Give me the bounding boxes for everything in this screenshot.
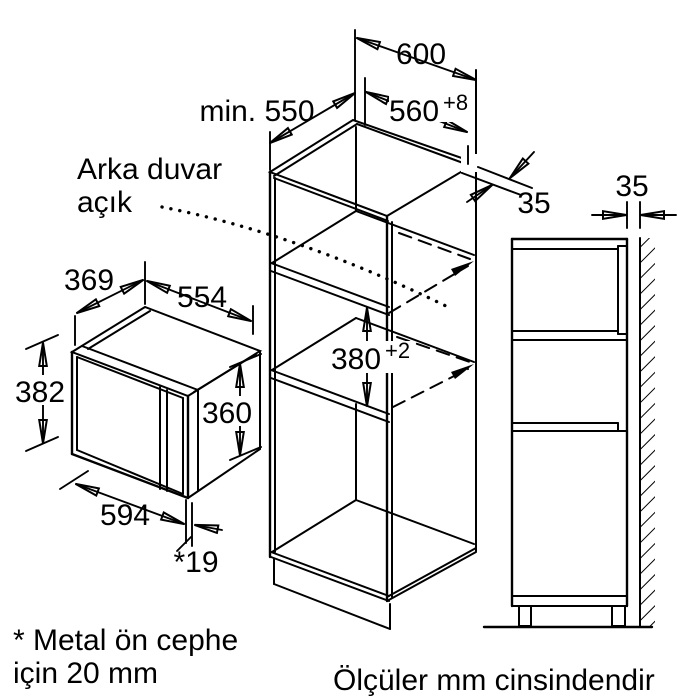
cabinet-side-view: [482, 237, 654, 629]
dim-369-label: 369: [64, 264, 114, 297]
footnote-line1: * Metal ön cephe: [13, 624, 238, 657]
dim-600-label: 600: [396, 38, 446, 71]
units-note: Ölçüler mm cinsindendir: [333, 664, 655, 697]
dim-380-label: 380: [331, 343, 381, 376]
dim-560-label: 560: [389, 95, 439, 128]
microwave-oven-isometric: [69, 305, 263, 500]
dim-min-550-label: min. 550: [199, 95, 314, 128]
footnote-line2: için 20 mm: [13, 657, 158, 690]
dim-niche-width: 560 +8: [364, 77, 475, 165]
dim-niche-height: 380 +2: [324, 307, 411, 407]
back-wall-note-line2: açık: [77, 186, 133, 219]
dim-oven-body-width: 554: [146, 279, 254, 335]
open-back-arrows: [388, 232, 474, 408]
dim-rear-cable-gap: 35: [461, 151, 551, 220]
dim-oven-body-height: 360: [199, 353, 262, 461]
dim-front-frame-depth: *19: [173, 499, 223, 579]
dim-min-depth: min. 550: [199, 91, 357, 171]
dim-594-label: 594: [100, 499, 150, 532]
back-wall-note-line1: Arka duvar: [77, 153, 222, 186]
dim-560-tolerance: +8: [443, 90, 468, 115]
dim-554-label: 554: [177, 281, 227, 314]
dim-oven-depth: 369: [64, 261, 146, 346]
dim-360-label: 360: [202, 397, 252, 430]
tall-cabinet-isometric: [267, 69, 479, 630]
dim-382-label: 382: [15, 376, 65, 409]
dim-oven-front-width: 594: [59, 470, 185, 532]
back-wall-leader-dotted: [160, 205, 454, 311]
dim-rear-gap-label: 35: [517, 187, 550, 220]
dim-35-wall-label: 35: [615, 170, 648, 203]
dim-wall-gap: 35: [591, 170, 677, 229]
dim-380-tolerance: +2: [385, 338, 410, 363]
annotations: Arka duvar açık * Metal ön cephe için 20…: [13, 153, 655, 697]
wall-section-hatched: [639, 237, 655, 628]
dim-19-label: *19: [173, 546, 218, 579]
dim-cabinet-width: 600: [354, 29, 477, 121]
dim-oven-front-height: 382: [14, 334, 67, 452]
